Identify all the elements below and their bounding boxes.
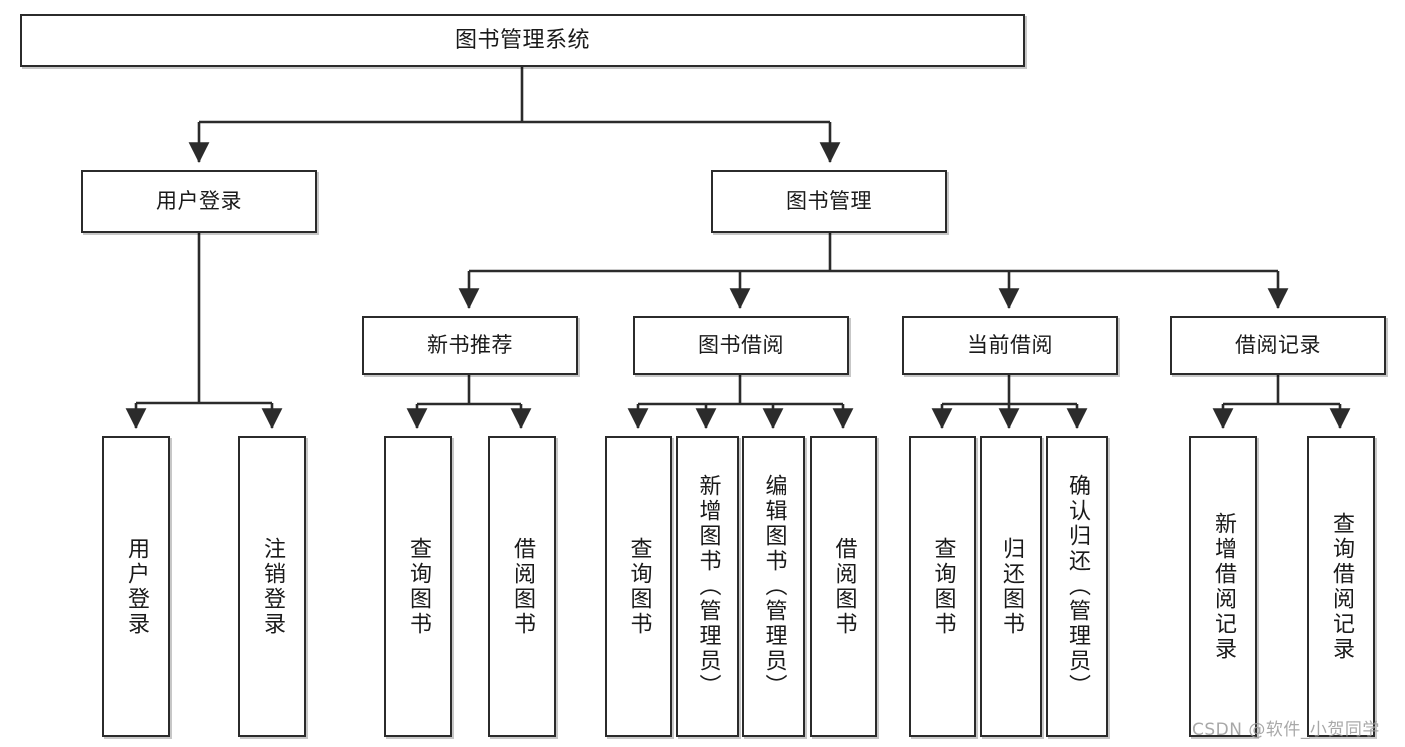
node-new-book-recommend-label: 新书推荐 xyxy=(427,333,513,358)
node-user-login-label: 用户登录 xyxy=(156,189,242,214)
node-current-borrow[interactable]: 当前借阅 xyxy=(902,316,1118,375)
node-leaf-user-login-label: 用户登录 xyxy=(124,536,149,637)
node-leaf-borrow-book-1-label: 借阅图书 xyxy=(510,536,535,637)
node-leaf-query-record-label: 查询借阅记录 xyxy=(1329,511,1354,662)
node-leaf-query-book-2-label: 查询图书 xyxy=(626,536,652,637)
node-new-book-recommend[interactable]: 新书推荐 xyxy=(362,316,578,375)
node-leaf-borrow-book-2[interactable]: 借阅图书 xyxy=(810,436,877,737)
node-leaf-query-book-3[interactable]: 查询图书 xyxy=(909,436,976,737)
node-leaf-query-record[interactable]: 查询借阅记录 xyxy=(1307,436,1375,737)
node-leaf-query-book-1-label: 查询图书 xyxy=(406,536,431,637)
node-leaf-add-book[interactable]: 新增图书（管理员） xyxy=(676,436,739,737)
node-user-login[interactable]: 用户登录 xyxy=(81,170,317,233)
node-root[interactable]: 图书管理系统 xyxy=(20,14,1025,67)
node-borrow-record[interactable]: 借阅记录 xyxy=(1170,316,1386,375)
node-book-borrow[interactable]: 图书借阅 xyxy=(633,316,849,375)
node-borrow-record-label: 借阅记录 xyxy=(1235,333,1321,358)
node-leaf-logout-login[interactable]: 注销登录 xyxy=(238,436,306,737)
node-leaf-return-book-label: 归还图书 xyxy=(999,536,1024,637)
node-leaf-add-record[interactable]: 新增借阅记录 xyxy=(1189,436,1257,737)
node-leaf-add-record-label: 新增借阅记录 xyxy=(1211,511,1236,662)
node-leaf-confirm-return[interactable]: 确认归还（管理员） xyxy=(1046,436,1108,737)
node-leaf-edit-book-label: 编辑图书（管理员） xyxy=(761,474,787,699)
node-leaf-query-book-2[interactable]: 查询图书 xyxy=(605,436,672,737)
node-leaf-add-book-label: 新增图书（管理员） xyxy=(695,474,721,699)
node-leaf-user-login[interactable]: 用户登录 xyxy=(102,436,170,737)
node-leaf-confirm-return-label: 确认归还（管理员） xyxy=(1065,474,1090,699)
node-leaf-edit-book[interactable]: 编辑图书（管理员） xyxy=(742,436,805,737)
node-book-management-label: 图书管理 xyxy=(786,189,872,214)
node-leaf-return-book[interactable]: 归还图书 xyxy=(980,436,1042,737)
node-leaf-query-book-3-label: 查询图书 xyxy=(930,536,956,637)
node-leaf-logout-login-label: 注销登录 xyxy=(260,536,285,637)
node-leaf-query-book-1[interactable]: 查询图书 xyxy=(384,436,452,737)
node-root-label: 图书管理系统 xyxy=(454,27,590,53)
node-leaf-borrow-book-2-label: 借阅图书 xyxy=(831,536,857,637)
node-book-management[interactable]: 图书管理 xyxy=(711,170,947,233)
node-leaf-borrow-book-1[interactable]: 借阅图书 xyxy=(488,436,556,737)
node-current-borrow-label: 当前借阅 xyxy=(967,333,1053,358)
node-book-borrow-label: 图书借阅 xyxy=(698,333,784,358)
